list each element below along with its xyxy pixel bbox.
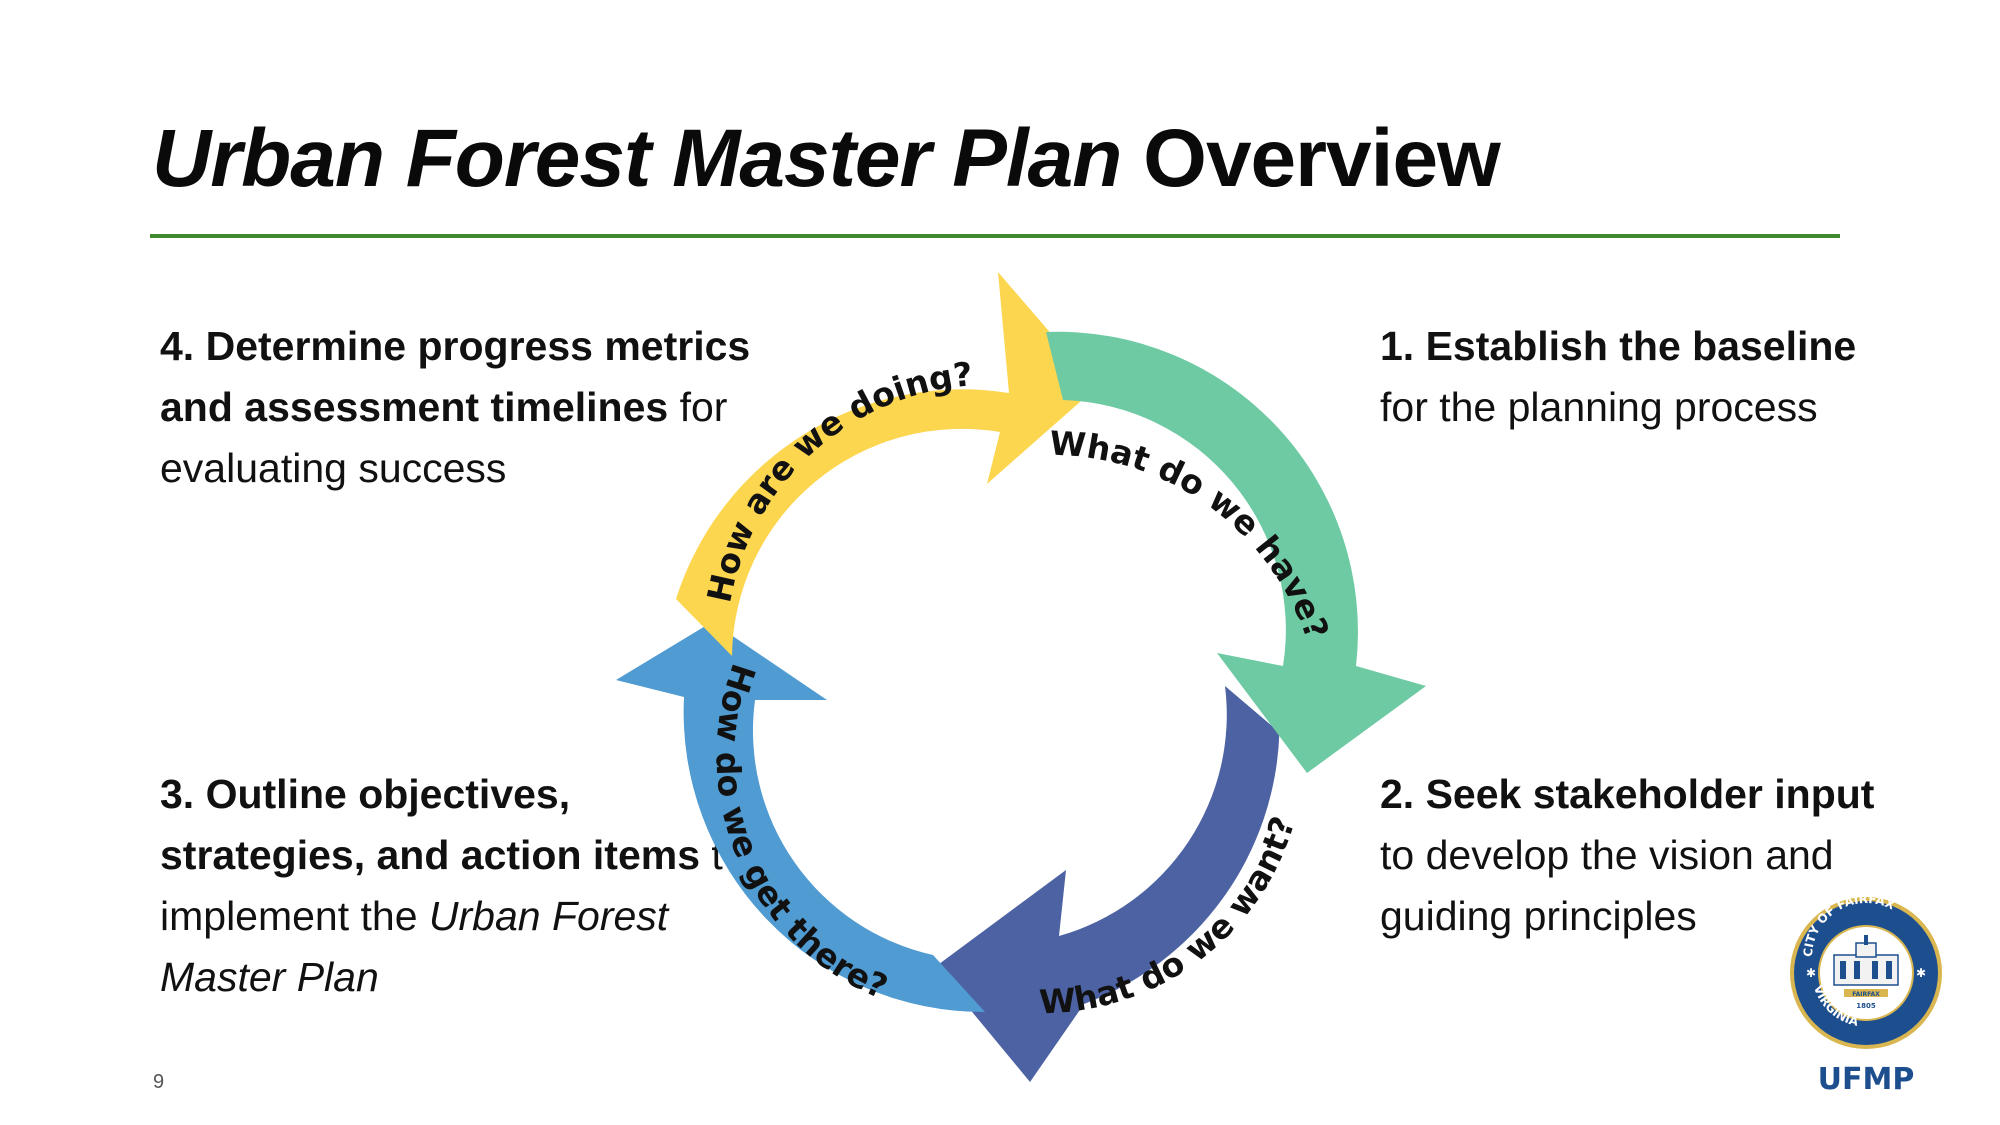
step-1-bold: 1. Establish the baseline [1380,323,1857,369]
slide-title: Urban Forest Master Plan Overview [152,118,1501,200]
seal-ribbon-text: FAIRFAX [1852,991,1880,998]
step-4-bold: 4. Determine progress metrics and assess… [160,323,751,430]
seal-column [1840,961,1846,979]
step-2-text: 2. Seek stakeholder input to develop the… [1380,764,1900,947]
seal-star-icon: ✱ [1806,966,1816,980]
seal-star-icon: ✱ [1916,966,1926,980]
arrow-what-do-we-have [1046,331,1426,773]
step-3-text: 3. Outline objectives, strategies, and a… [160,764,780,1008]
label-how-are-we-doing: How are we doing? [699,354,974,605]
step-3-bold: 3. Outline objectives, strategies, and a… [160,771,701,878]
seal-spire [1864,935,1868,945]
page-number: 9 [153,1071,165,1093]
title-regular: Overview [1121,113,1501,204]
seal-column [1886,961,1892,979]
step-3-italic: Urban Forest Master Plan [160,893,669,1000]
step-1-text: 1. Establish the baseline for the planni… [1380,316,1880,438]
step-4-rest: for evaluating success [160,384,728,491]
step-4-text: 4. Determine progress metrics and assess… [160,316,780,499]
step-1-rest: for the planning process [1380,384,1818,430]
title-italic: Urban Forest Master Plan [152,113,1122,204]
arrow-how-are-we-doing [676,272,1097,656]
arrow-what-do-we-want [935,686,1280,1082]
arrow-how-do-we-get-there [616,622,985,1013]
seal-year: 1805 [1856,1002,1876,1010]
title-divider [150,234,1840,238]
seal-column [1854,961,1860,979]
city-seal-logo: CITY OF FAIRFAX VIRGINIA FAIRFAX 1805 ✱ … [1790,895,1942,1095]
logo-caption: UFMP [1818,1062,1915,1095]
step-2-bold: 2. Seek stakeholder input [1380,771,1875,817]
seal-ribbon [1844,989,1888,997]
seal-column [1872,961,1878,979]
step-2-rest: to develop the vision and guiding princi… [1380,832,1834,939]
seal-cupola [1855,942,1877,958]
